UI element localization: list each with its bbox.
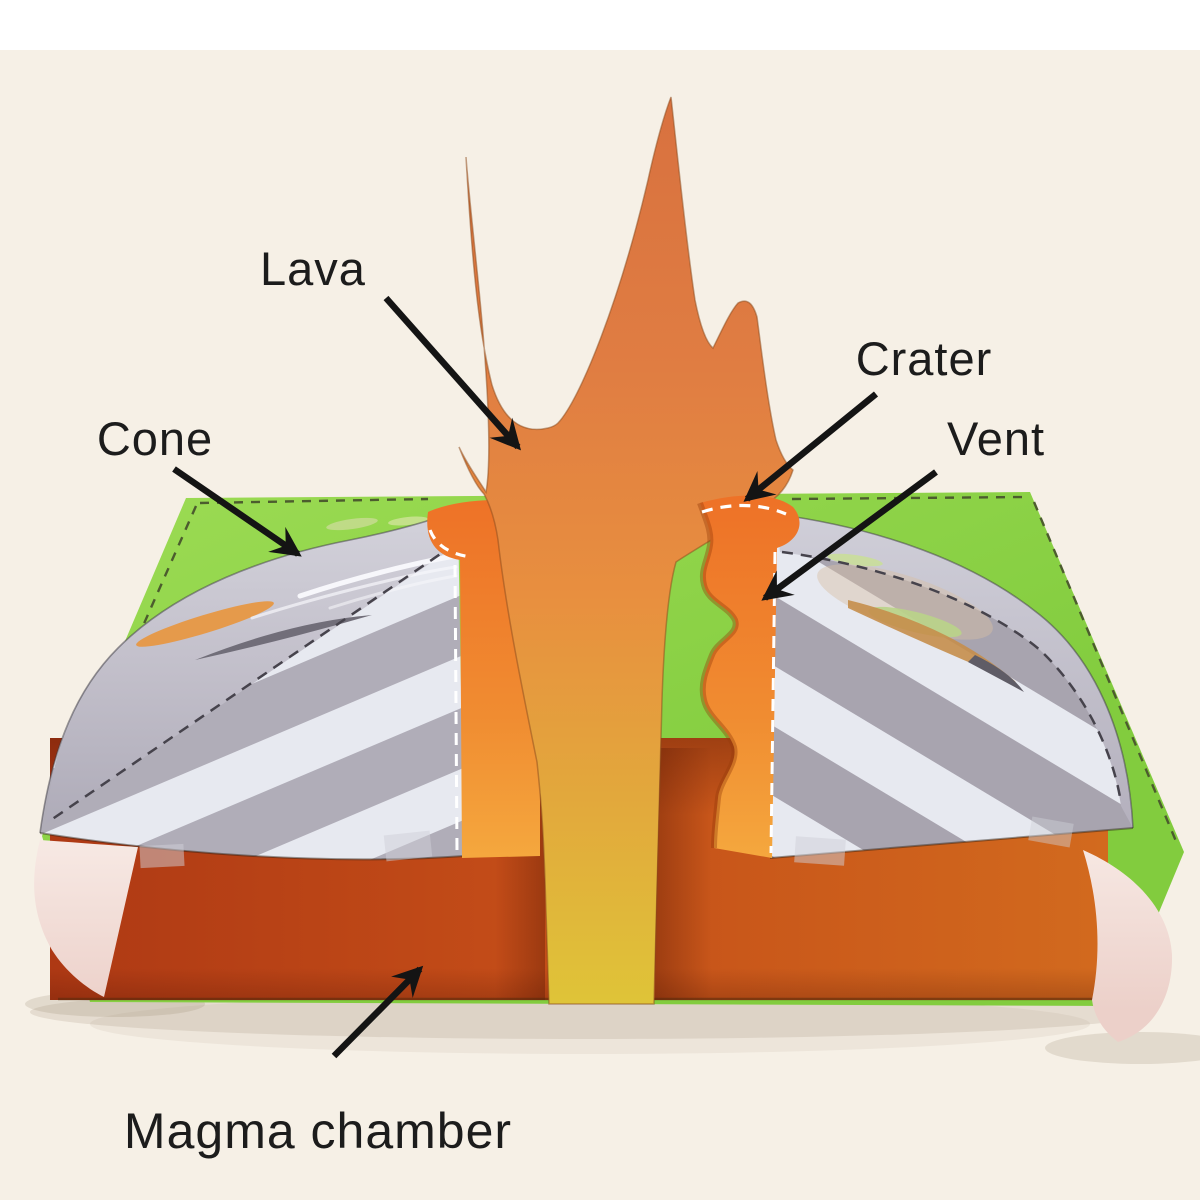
cone-label: Cone: [97, 412, 213, 465]
cone-right-half: [769, 513, 1134, 866]
vent-wavy-edge: [697, 502, 739, 849]
cone-green-streak: [827, 553, 883, 567]
right-paper-fold: [1083, 850, 1173, 1042]
cone-left-dash-line: [47, 542, 456, 824]
cone-arrow: [172, 466, 302, 557]
vent-arrow: [761, 469, 938, 601]
left-paper-fold: [34, 840, 138, 997]
crater-arrow: [743, 391, 879, 502]
crater-label: Crater: [856, 332, 993, 385]
cone-dark-streak: [195, 615, 372, 660]
cone-orange-streak: [136, 601, 274, 647]
cone-right-ridge: [775, 514, 1133, 828]
vent-label: Vent: [947, 412, 1045, 465]
cone-dark-streak: [968, 655, 1024, 692]
lava-arrow: [383, 295, 522, 451]
cone-left-ridge: [46, 514, 458, 824]
tape-piece: [1028, 816, 1074, 848]
background-top-band: [0, 0, 1200, 50]
vent-dash-right: [769, 551, 777, 854]
cone-green-streak: [326, 517, 378, 531]
crater-dash-left: [428, 529, 473, 559]
magma-chamber-label: Magma chamber: [124, 1103, 512, 1159]
vent-dash-left: [453, 564, 459, 853]
tape-piece: [139, 843, 185, 869]
crater-dash-right: [701, 503, 787, 516]
tape-piece: [794, 836, 846, 866]
tape-piece: [383, 830, 433, 862]
cone-right-dash-line: [781, 550, 1123, 804]
magma-chamber-arrow: [331, 965, 424, 1059]
lava-label: Lava: [260, 242, 366, 295]
cone-left-half: [39, 513, 465, 869]
annotation-arrows: [172, 295, 938, 1059]
cone-white-streaks: [250, 553, 458, 620]
cone-tan-haze: [817, 564, 993, 640]
cone-right-striped-face: [770, 514, 1133, 858]
